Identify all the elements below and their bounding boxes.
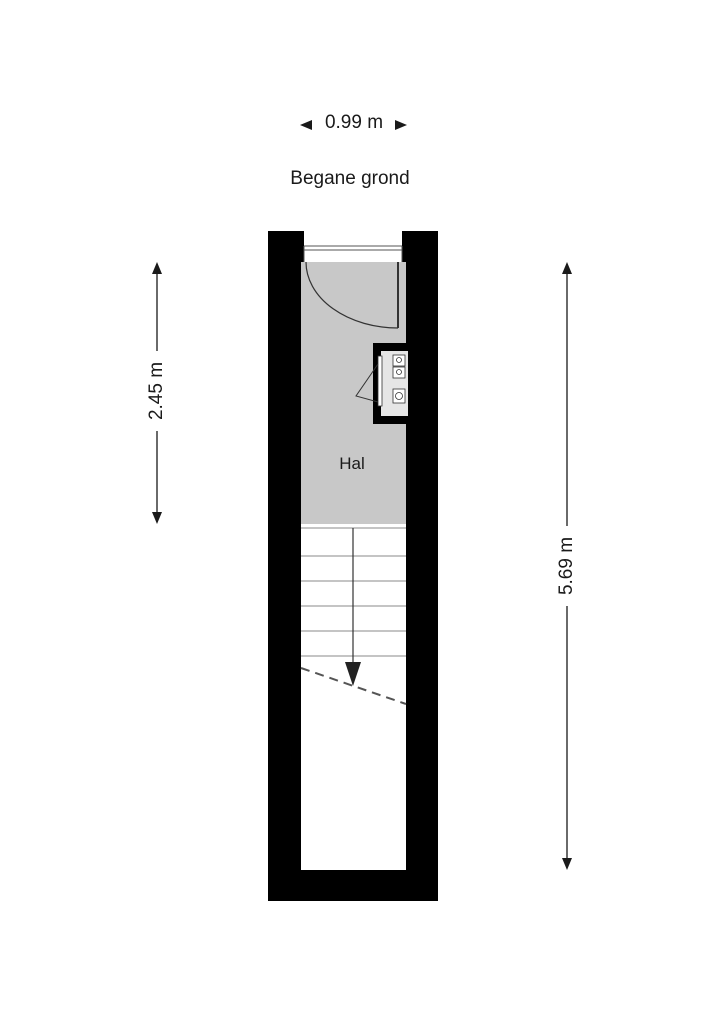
total-depth-label: 5.69 m <box>556 526 578 606</box>
arrow-down-icon <box>562 858 572 870</box>
arrow-left-icon <box>300 120 312 130</box>
arrow-up-icon <box>152 262 162 274</box>
floor-title: Begane grond <box>290 168 410 189</box>
front-door-swing <box>305 261 399 329</box>
front-door-opening <box>303 231 403 262</box>
arrow-up-icon <box>562 262 572 274</box>
arrow-right-icon <box>395 120 407 130</box>
staircase <box>301 527 406 668</box>
room-label-hal: Hal <box>339 454 365 473</box>
meter-cupboard <box>355 343 408 424</box>
stair-direction-arrow-icon <box>345 662 361 686</box>
stair-cut-line <box>300 667 407 705</box>
arrow-down-icon <box>152 512 162 524</box>
hall-depth-label: 2.45 m <box>146 351 168 431</box>
width-dimension-label: 0.99 m <box>324 112 384 133</box>
